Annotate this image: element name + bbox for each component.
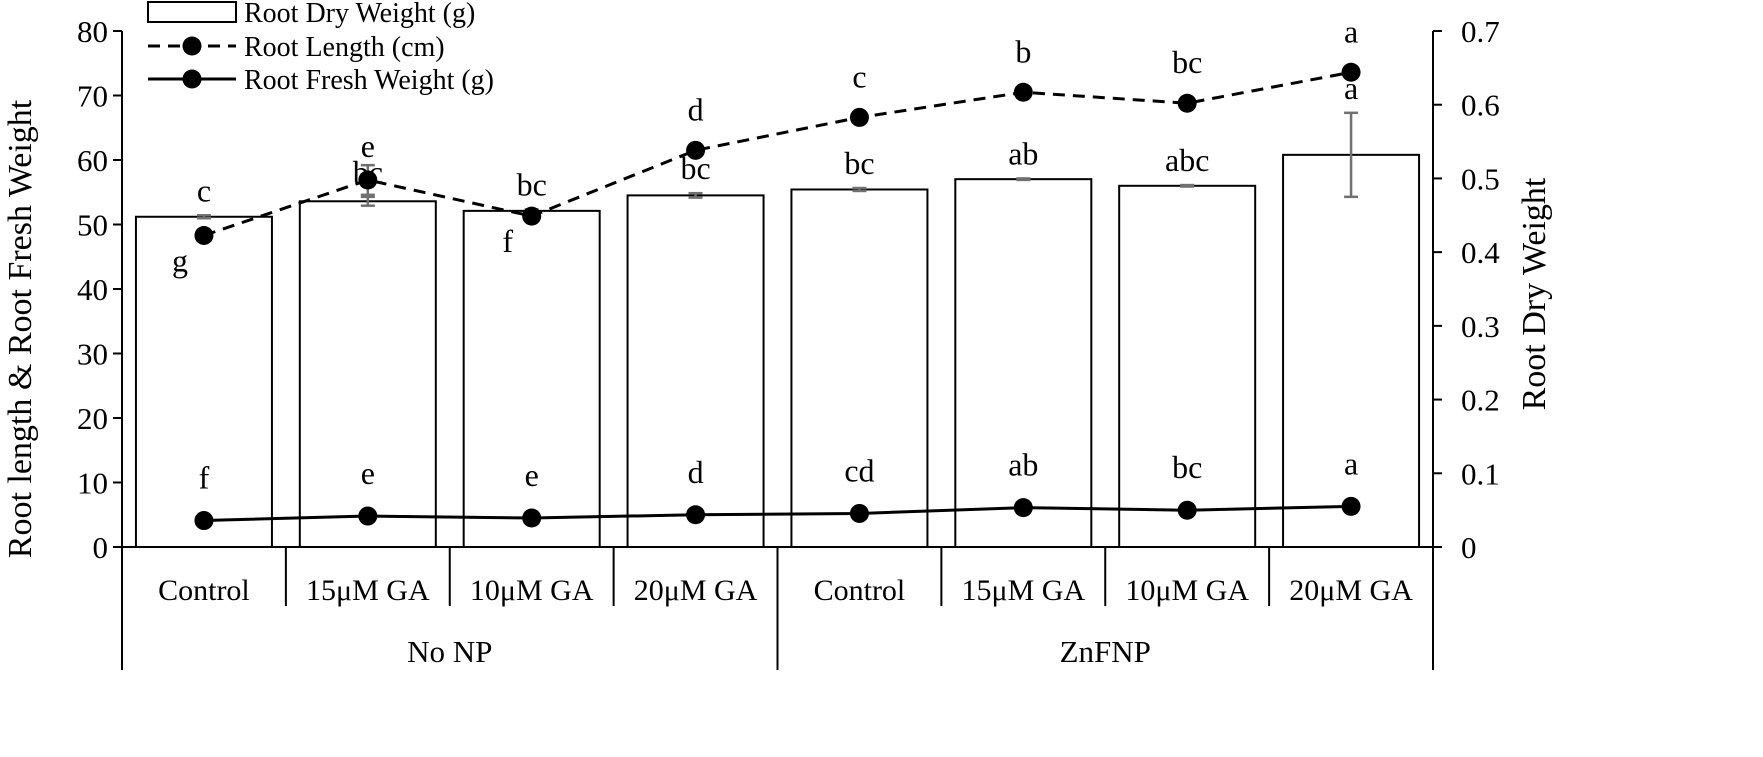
series-lines: [203, 70, 1352, 523]
bar: [790, 188, 929, 548]
right-tick-label: 0.4: [1461, 235, 1500, 270]
category-label: 20μM GA: [634, 574, 758, 607]
root-fresh-weight-line: [203, 504, 1352, 523]
left-tick-label: 0: [93, 530, 109, 565]
axis-labels: Control 15μM GA 10μM GA 20μM GA Control 15μM …: [2, 99, 1553, 669]
legend-length-marker: [182, 36, 202, 56]
fresh-weight-letter: ab: [1008, 447, 1038, 483]
bar: [1282, 153, 1421, 548]
significance-letters: c bc bc bc bc ab abc a g e f d c b bc a f e e d cd ab bc a: [172, 13, 1358, 495]
root-length-point: [1177, 93, 1197, 113]
right-tick-label: 0.5: [1461, 161, 1500, 196]
category-label: 10μM GA: [470, 574, 594, 607]
bar-letter: bc: [353, 154, 383, 190]
root-length-point: [686, 140, 706, 160]
legend-bar-swatch: [147, 1, 237, 23]
right-tick-label: 0.3: [1461, 309, 1500, 344]
category-label: 15μM GA: [306, 574, 430, 607]
category-label: Control: [814, 574, 906, 607]
root-fresh-weight-point: [1341, 496, 1361, 516]
root-fresh-weight-point: [1013, 498, 1033, 518]
left-tick-label: 60: [77, 143, 108, 178]
root-length-point: [1341, 62, 1361, 82]
legend-fresh-marker: [182, 69, 202, 89]
root-length-point: [1013, 82, 1033, 102]
axes: 0 10 20 30 40 50 60 70 80 0 0.1 0.2 0.3 0.4 0.5 0.6 0.7: [77, 14, 1500, 670]
bar-letter: bc: [517, 166, 547, 202]
fresh-weight-letter: e: [525, 457, 539, 493]
bar: [954, 178, 1093, 548]
fresh-weight-letter: a: [1344, 445, 1358, 481]
root-fresh-weight-point: [849, 503, 869, 523]
left-tick-label: 70: [77, 79, 108, 114]
root-fresh-weight-point: [194, 511, 214, 531]
bar-letter: bc: [680, 150, 710, 186]
bar: [134, 215, 273, 548]
root-length-point: [358, 170, 378, 190]
length-letter: a: [1344, 13, 1358, 49]
category-label: 10μM GA: [1125, 574, 1249, 607]
right-tick-label: 0.6: [1461, 88, 1500, 123]
bar: [462, 209, 601, 548]
root-length-line: [203, 70, 1352, 237]
length-letter: b: [1015, 33, 1031, 69]
left-tick-label: 80: [77, 14, 108, 49]
root-length-point: [194, 225, 214, 245]
bar-letter: ab: [1008, 135, 1038, 171]
legend-label: Root Length (cm): [244, 32, 445, 63]
series-points: [194, 62, 1361, 531]
right-tick-label: 0.7: [1461, 14, 1500, 49]
length-letter: c: [852, 58, 866, 94]
length-letter: f: [502, 223, 513, 259]
right-tick-label: 0.2: [1461, 383, 1500, 418]
fresh-weight-letter: e: [361, 455, 375, 491]
category-label: 15μM GA: [962, 574, 1086, 607]
fresh-weight-letter: d: [688, 454, 704, 490]
group-label: ZnFNP: [1060, 634, 1151, 669]
fresh-weight-letter: cd: [844, 452, 874, 488]
left-tick-label: 10: [77, 466, 108, 501]
length-letter: bc: [1172, 44, 1202, 80]
right-tick-label: 0: [1461, 530, 1477, 565]
root-fresh-weight-point: [358, 506, 378, 526]
left-tick-label: 20: [77, 401, 108, 436]
length-letter: e: [361, 128, 375, 164]
root-fresh-weight-point: [522, 508, 542, 528]
bar-letter: c: [197, 172, 211, 208]
root-length-point: [522, 206, 542, 226]
left-axis-title: Root length & Root Fresh Weight: [2, 99, 39, 558]
length-letter: d: [688, 91, 704, 127]
root-fresh-weight-point: [1177, 500, 1197, 520]
bar: [298, 200, 437, 548]
length-letter: g: [172, 242, 188, 278]
bar-letter: abc: [1165, 142, 1209, 178]
root-fresh-weight-point: [686, 505, 706, 525]
fresh-weight-letter: bc: [1172, 449, 1202, 485]
legend: Root Dry Weight (g) Root Length (cm)Root …: [147, 0, 494, 96]
category-label: 20μM GA: [1289, 574, 1413, 607]
bar-letter: a: [1344, 70, 1358, 106]
group-label: No NP: [407, 634, 492, 669]
fresh-weight-letter: f: [199, 460, 210, 496]
bar-letter: bc: [844, 145, 874, 181]
left-tick-label: 50: [77, 208, 108, 243]
legend-label: Root Dry Weight (g): [244, 0, 475, 29]
bars: [134, 153, 1421, 549]
category-label: Control: [158, 574, 250, 607]
right-axis-title: Root Dry Weight: [1516, 177, 1553, 410]
left-tick-label: 40: [77, 272, 108, 307]
bar: [1118, 184, 1257, 549]
left-tick-label: 30: [77, 337, 108, 372]
root-length-point: [849, 107, 869, 127]
legend-label: Root Fresh Weight (g): [244, 65, 494, 96]
bar: [626, 194, 765, 549]
right-tick-label: 0.1: [1461, 456, 1500, 491]
